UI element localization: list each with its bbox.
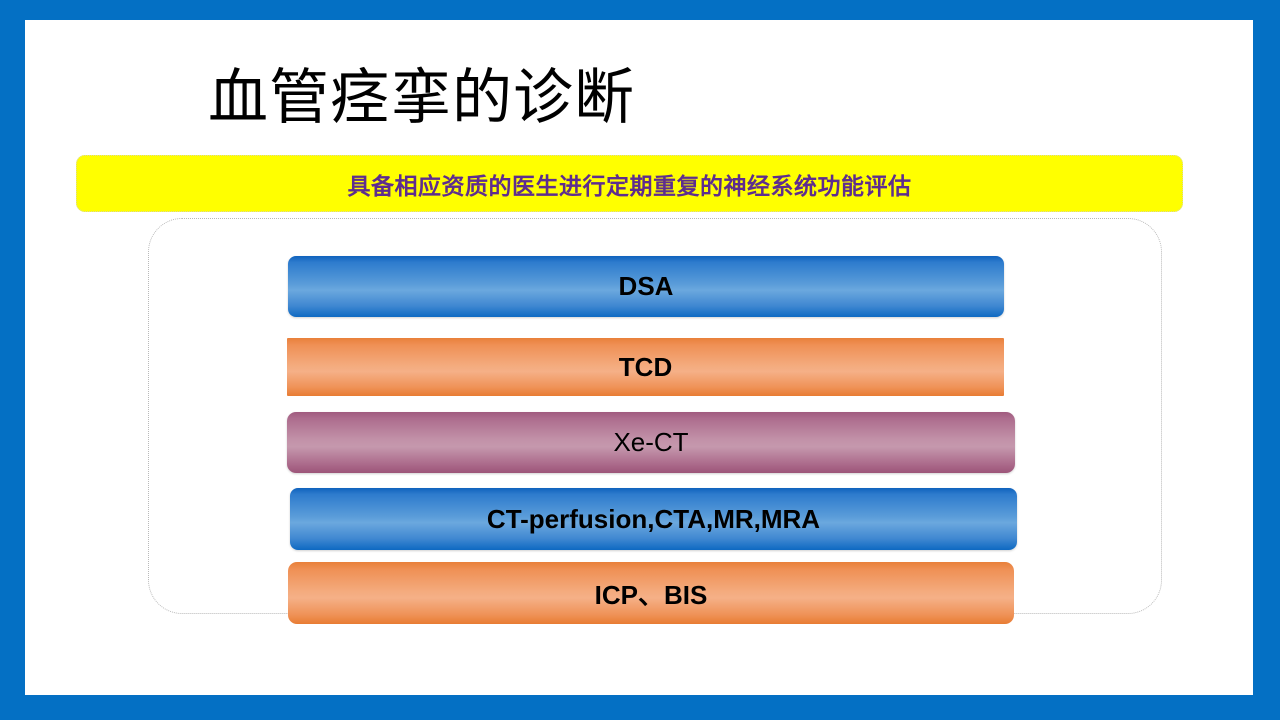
diagram-bar-dsa[interactable]: DSA bbox=[288, 256, 1004, 317]
slide-content-area: 血管痉挛的诊断 具备相应资质的医生进行定期重复的神经系统功能评估 DSA TCD… bbox=[25, 20, 1253, 695]
diagram-bar-icp-bis[interactable]: ICP、BIS bbox=[288, 562, 1014, 624]
diagram-bar-label: ICP、BIS bbox=[594, 579, 708, 610]
diagram-bar-tcd[interactable]: TCD bbox=[287, 338, 1004, 396]
page-title: 血管痉挛的诊断 bbox=[208, 64, 635, 131]
diagram-bar-xe-ct[interactable]: Xe-CT bbox=[287, 412, 1015, 473]
diagram-bar-ct-perfusion[interactable]: CT-perfusion,CTA,MR,MRA bbox=[290, 488, 1017, 550]
diagram-bar-label: Xe-CT bbox=[613, 427, 689, 457]
diagram-bar-label: TCD bbox=[618, 351, 673, 382]
highlight-banner-text: 具备相应资质的医生进行定期重复的神经系统功能评估 bbox=[347, 172, 912, 199]
diagram-bar-label: DSA bbox=[618, 271, 674, 301]
highlight-banner: 具备相应资质的医生进行定期重复的神经系统功能评估 bbox=[76, 155, 1183, 212]
diagram-bar-label: CT-perfusion,CTA,MR,MRA bbox=[486, 503, 821, 534]
